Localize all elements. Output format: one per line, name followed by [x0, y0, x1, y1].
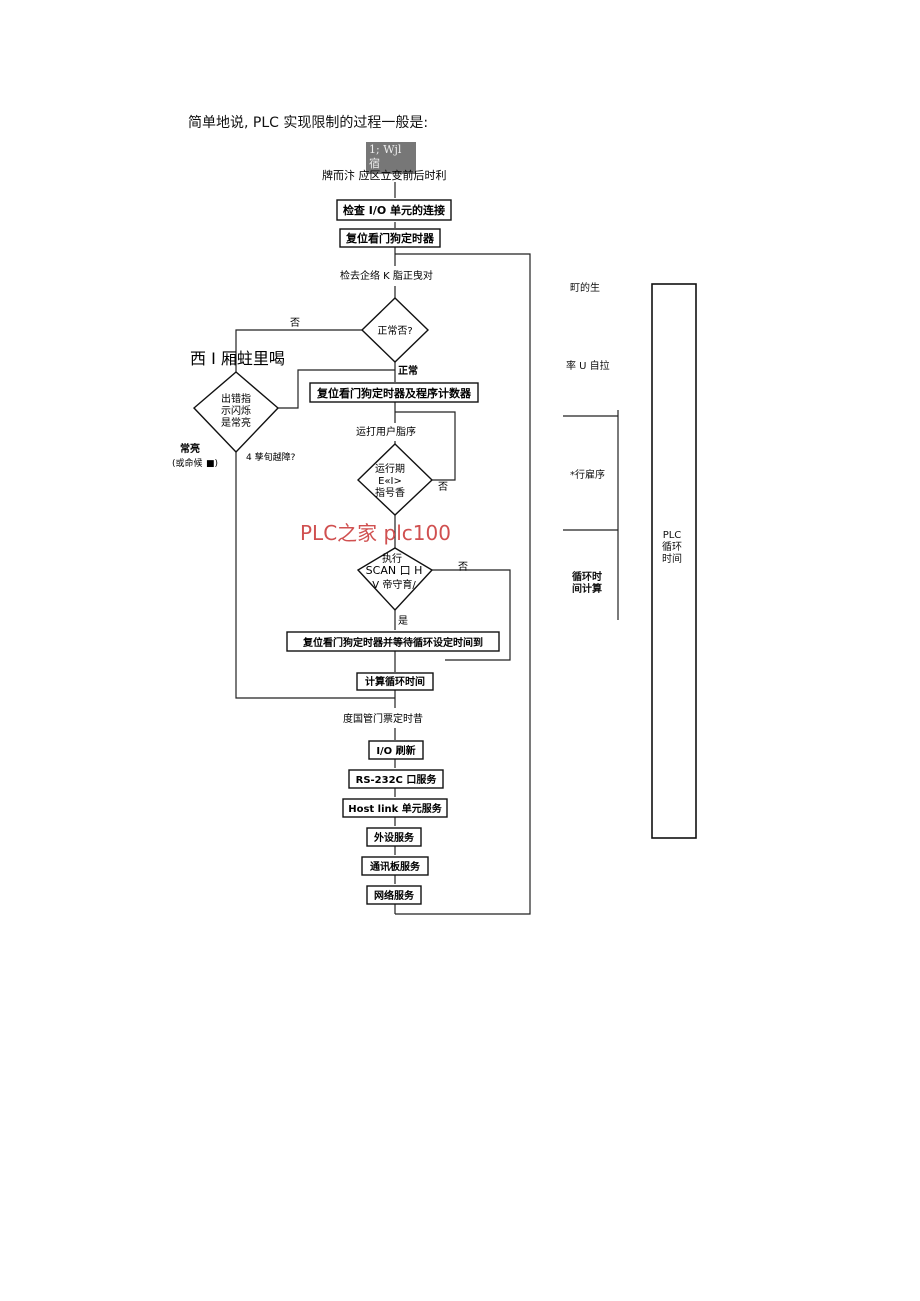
no-label-3: 否	[458, 561, 468, 573]
check-hw-label: 检去企络 K 脂正曳对	[340, 269, 433, 282]
run-user-label: 运打用户脂序	[356, 425, 416, 438]
side-label-3: *行雇序	[570, 470, 605, 481]
stamp-label: 1; Wjl 宿	[366, 142, 416, 174]
stop-mark: ■)	[206, 459, 218, 469]
run-end-3: 指号香	[375, 486, 405, 499]
no-label-2: 否	[438, 481, 448, 493]
reset-watchdog-counter-box: 复位看门狗定时器及程序计数器	[316, 386, 472, 400]
side-label-2: 率 U 自拉	[566, 361, 610, 372]
calc-cycle-box: 计算循环时间	[365, 675, 425, 688]
side-label-4: 循环时 间计算	[572, 572, 602, 595]
scan-label-1: 执行	[382, 552, 402, 565]
always-on-label: 常亮	[180, 442, 200, 455]
reset-again-label: 度国管门票定时昔	[343, 712, 423, 725]
error-question-2: 示闪烁	[221, 404, 251, 417]
peripheral-box: 外设服务	[373, 831, 415, 844]
hostlink-box: Host link 单元服务	[348, 802, 443, 815]
scan-label-2: SCAN 口 H	[366, 564, 423, 577]
scan-label-3: V 帝守育/	[372, 578, 416, 591]
error-question-1: 出错指	[221, 392, 251, 405]
power-on-label: 牌而汴 应区立变前后时利	[322, 168, 447, 182]
comm-board-box: 通讯板服务	[370, 860, 421, 873]
stop-label: (或命候	[172, 457, 203, 469]
run-end-1: 运行期	[375, 462, 405, 475]
io-refresh-box: I/O 刷新	[376, 744, 415, 757]
yes-label: 是	[398, 615, 408, 627]
check-io-box: 检查 I/O 单元的连接	[343, 203, 445, 217]
network-box: 网络服务	[374, 889, 415, 902]
run-end-2: E«I>	[378, 476, 402, 487]
rs232-box: RS-232C 口服务	[356, 773, 438, 786]
yes-normal-label: 正常	[398, 364, 418, 377]
plc-cycle-label: PLC 循环 时间	[662, 530, 682, 565]
side-label-1: 町的生	[570, 283, 600, 294]
normal-question: 正常否?	[377, 324, 412, 337]
flash-note: 4 孳旬越障?	[246, 451, 296, 463]
intro-text: 简单地说, PLC 实现限制的过程一般是:	[188, 115, 429, 131]
watermark: PLC之家 plc100	[300, 521, 451, 545]
error-header: 西 I 厢蛀里喝	[190, 349, 285, 368]
reset-watchdog-box: 复位看门狗定时器	[345, 231, 435, 245]
error-question-3: 是常亮	[221, 416, 251, 429]
reset-wait-box: 复位看门狗定时器并等待循环设定时间到	[302, 636, 483, 649]
no-label-1: 否	[290, 317, 300, 329]
